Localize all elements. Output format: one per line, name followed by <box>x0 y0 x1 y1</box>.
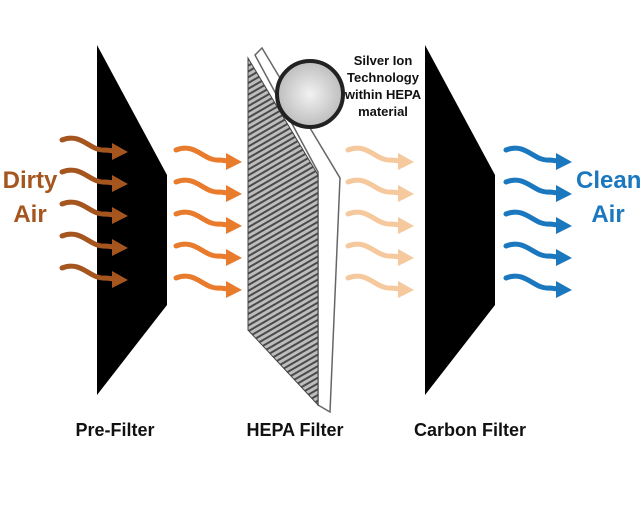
orange-arrowhead-icon <box>226 185 242 202</box>
pre-filter-label: Pre-Filter <box>75 420 155 440</box>
peach-airflow-arrow <box>345 241 403 260</box>
pre-filter-panel <box>97 45 167 395</box>
orange-airflow-arrow <box>173 241 231 260</box>
orange-arrowhead-icon <box>226 249 242 266</box>
clean-arrowhead-icon <box>556 217 572 234</box>
dirty-air-line-2: Air <box>13 201 47 228</box>
clean-airflow-arrow <box>503 177 561 196</box>
silver-ion-line-3: within HEPA <box>344 87 422 102</box>
silver-ion-line-2: Technology <box>347 70 419 85</box>
silver-ion-line-4: material <box>358 104 408 119</box>
peach-airflow-arrow <box>345 209 403 228</box>
clean-airflow-arrow <box>503 145 561 164</box>
orange-arrowhead-icon <box>226 153 242 170</box>
dirty-airflow-arrow <box>59 199 117 218</box>
peach-arrowhead-icon <box>398 185 414 202</box>
peach-airflow-arrow <box>345 177 403 196</box>
clean-arrowhead-icon <box>556 185 572 202</box>
hepa-filter-label: HEPA Filter <box>246 420 344 440</box>
peach-airflow-arrow <box>345 145 403 164</box>
orange-airflow-arrow <box>173 209 231 228</box>
clean-arrowhead-icon <box>556 249 572 266</box>
peach-arrowhead-icon <box>398 153 414 170</box>
clean-arrowhead-icon <box>556 281 572 298</box>
clean-airflow-arrow <box>503 273 561 292</box>
dirty-arrowhead-icon <box>112 207 128 224</box>
dirty-airflow-arrow <box>59 167 117 186</box>
clean-arrowhead-icon <box>556 153 572 170</box>
clean-air-line-1: Clean <box>576 167 640 194</box>
orange-airflow-arrow <box>173 145 231 164</box>
peach-airflow-arrow <box>345 273 403 292</box>
peach-arrowhead-icon <box>398 217 414 234</box>
hepa-filter-panel <box>247 46 341 414</box>
dirty-air-line-1: Dirty <box>2 167 58 194</box>
silver-ion-line-1: Silver Ion <box>353 53 413 68</box>
carbon-filter-panel <box>425 45 495 395</box>
peach-arrowhead-icon <box>398 281 414 298</box>
orange-arrowhead-icon <box>226 217 242 234</box>
dirty-airflow-arrow <box>59 263 117 282</box>
orange-airflow-arrow <box>173 273 231 292</box>
dirty-airflow-arrow <box>59 135 117 154</box>
clean-airflow-arrow <box>503 241 561 260</box>
dirty-arrowhead-icon <box>112 175 128 192</box>
dirty-arrowhead-icon <box>112 143 128 160</box>
silver-ion-label: Silver Ion Technology within HEPA materi… <box>338 52 428 120</box>
carbon-filter-label: Carbon Filter <box>413 420 526 440</box>
clean-air-line-2: Air <box>591 201 625 228</box>
silver-ion-magnifier <box>275 59 345 129</box>
dirty-air-label: Dirty Air <box>2 164 58 232</box>
dirty-arrowhead-icon <box>112 239 128 256</box>
orange-arrowhead-icon <box>226 281 242 298</box>
orange-airflow-arrow <box>173 177 231 196</box>
peach-arrowhead-icon <box>398 249 414 266</box>
clean-air-label: Clean Air <box>576 164 640 232</box>
clean-airflow-arrow <box>503 209 561 228</box>
dirty-airflow-arrow <box>59 231 117 250</box>
dirty-arrowhead-icon <box>112 271 128 288</box>
